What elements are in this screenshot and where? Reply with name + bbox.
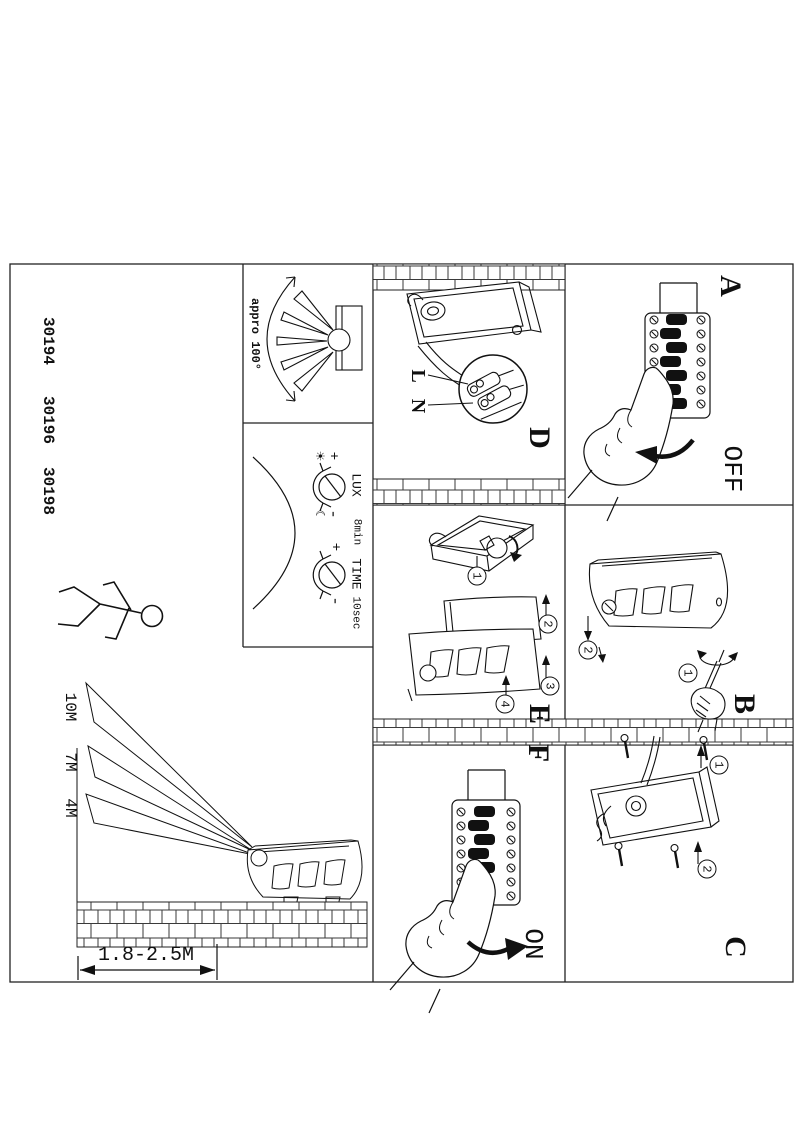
model-number-0: 30194: [39, 316, 57, 366]
step-circle-e-4: 4: [495, 694, 515, 714]
time-max-label: 8min: [350, 518, 363, 546]
panel-b-label: B: [728, 693, 761, 715]
step-number: 3: [543, 682, 557, 690]
panel-f-breaker-on-art: [389, 769, 528, 1014]
panel-a-breaker-off-art: [567, 282, 711, 522]
step-number: 4: [498, 700, 512, 708]
step-number: 1: [681, 669, 695, 677]
panel-e-lamp-art: [407, 515, 550, 702]
mount-height-dimension-art: [77, 944, 218, 980]
step-number: 2: [541, 620, 555, 628]
step-circle-c-1: 1: [709, 755, 729, 775]
step-circle-b-2: 2: [578, 640, 598, 660]
step-circle-c-2: 2: [697, 859, 717, 879]
step-number: 2: [581, 646, 595, 654]
panel-f-status-on: ON: [518, 928, 548, 960]
beam-range-7m: 7M: [61, 752, 79, 772]
terminal-live-label: L: [407, 369, 429, 383]
sun-icon: ☀: [313, 450, 327, 462]
time-plus-sign: +: [327, 542, 343, 552]
panel-f-label: F: [522, 743, 555, 763]
mount-height-dimension: 1.8-2.5M: [97, 944, 195, 967]
step-number: 1: [712, 761, 726, 769]
step-circle-e-3: 3: [540, 676, 560, 696]
person-figure-art: [57, 581, 164, 640]
time-min-label: 10sec: [349, 596, 362, 630]
panel-c-label: C: [719, 936, 752, 958]
sensor-coverage-art: [266, 276, 363, 402]
dials-art: [252, 456, 346, 610]
panel-c-mounting-art: [590, 733, 720, 869]
lux-dial-label: LUX: [348, 473, 364, 497]
brick-wall-strips: [372, 263, 794, 746]
step-number: 2: [700, 865, 714, 873]
step-circle-e-1: 1: [467, 566, 487, 586]
terminal-neutral-label: N: [407, 398, 429, 414]
panel-d-label: D: [523, 427, 556, 449]
beam-range-10m: 10M: [61, 692, 79, 722]
panel-e-label: E: [523, 703, 556, 725]
moon-icon: ☾: [313, 509, 327, 521]
panel-d-wiring-art: [406, 281, 542, 424]
lux-plus-sign: +: [325, 451, 341, 461]
panel-a-status-off: OFF: [717, 445, 747, 493]
lux-minus-sign: -: [324, 509, 342, 519]
time-dial-label: TIME: [348, 558, 364, 590]
detection-range-art: [76, 681, 368, 948]
step-circle-e-2: 2: [538, 614, 558, 634]
coverage-angle-label: appro 100°: [248, 297, 262, 371]
model-number-2: 30198: [39, 466, 57, 516]
beam-range-4m: 4M: [61, 798, 79, 818]
step-circle-b-1: 1: [678, 663, 698, 683]
step-number: 1: [470, 572, 484, 580]
model-number-1: 30196: [39, 395, 57, 445]
panel-a-label: A: [714, 275, 747, 297]
panel-b-cover-art: [584, 551, 738, 733]
time-minus-sign: -: [326, 596, 344, 606]
